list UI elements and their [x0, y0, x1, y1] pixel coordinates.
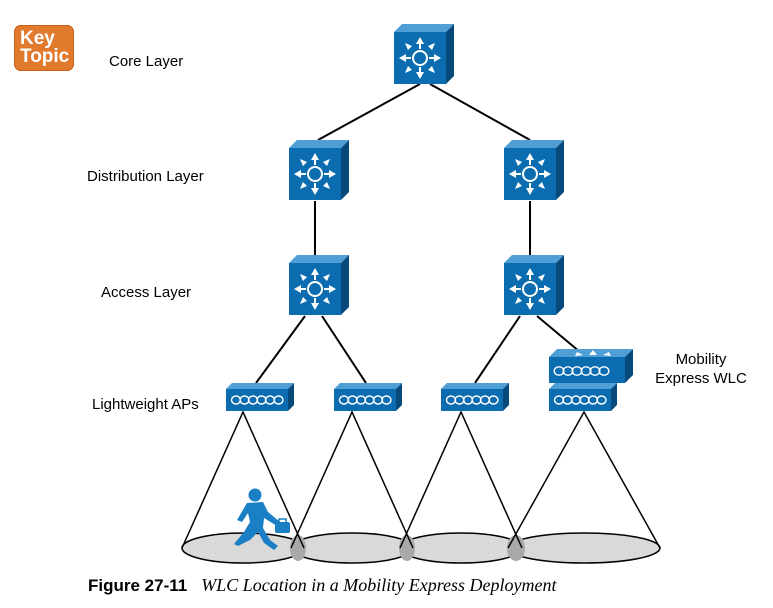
coverage-area-2 — [290, 532, 414, 564]
lightweight-aps-label: Lightweight APs — [92, 396, 199, 413]
mobility-express-wlc — [549, 349, 633, 383]
lightweight-ap-icon — [334, 383, 402, 411]
figure-number: Figure 27-11 — [88, 576, 188, 595]
lightweight-ap-icon — [549, 383, 617, 411]
link-core-dist-right — [429, 83, 531, 141]
core-layer-label: Core Layer — [109, 53, 183, 70]
figure-title: WLC Location in a Mobility Express Deplo… — [201, 575, 557, 595]
coverage-cone-4 — [507, 410, 661, 549]
coverage-areas — [181, 532, 661, 564]
distribution-layer-label: Distribution Layer — [87, 168, 204, 185]
key-topic-line1: Key — [20, 28, 55, 49]
link-access-ap-2 — [321, 315, 367, 384]
multilayer-switch-icon — [509, 153, 551, 195]
wlc-icon — [549, 349, 633, 383]
access-switch-right — [504, 255, 564, 315]
distribution-switch-right — [504, 140, 564, 200]
wlc-label-line2: Express WLC — [655, 370, 747, 387]
multilayer-switch-icon — [294, 153, 336, 195]
lightweight-ap-icon — [441, 383, 509, 411]
coverage-cone-1 — [181, 410, 305, 549]
wlc-label-line1: Mobility — [676, 351, 727, 368]
distribution-switch-left — [289, 140, 349, 200]
link-core-dist-left — [317, 83, 421, 141]
access-switch-left — [289, 255, 349, 315]
coverage-cones — [181, 410, 661, 549]
switches — [289, 24, 564, 315]
coverage-cone-3 — [399, 410, 523, 549]
key-topic-badge: Key Topic — [14, 25, 74, 71]
multilayer-switch-icon — [399, 37, 441, 79]
access-point-1 — [226, 383, 294, 411]
link-access-ap-4 — [536, 315, 581, 353]
key-topic-line2: Topic — [20, 46, 70, 67]
multilayer-switch-icon — [509, 268, 551, 310]
coverage-cone-2 — [290, 410, 414, 549]
access-point-3 — [441, 383, 509, 411]
coverage-area-3 — [399, 532, 523, 564]
coverage-area-4 — [507, 532, 661, 564]
core-switch — [394, 24, 454, 84]
multilayer-switch-icon — [294, 268, 336, 310]
access-point-2 — [334, 383, 402, 411]
access-point-4 — [549, 383, 617, 411]
link-access-ap-1 — [255, 315, 306, 384]
link-access-ap-3 — [474, 315, 521, 384]
walking-user-icon — [234, 488, 290, 550]
access-layer-label: Access Layer — [101, 284, 191, 301]
network-links — [255, 83, 581, 384]
lightweight-ap-icon — [226, 383, 294, 411]
figure-caption: Figure 27-11 WLC Location in a Mobility E… — [88, 575, 557, 596]
access-points — [226, 349, 633, 411]
